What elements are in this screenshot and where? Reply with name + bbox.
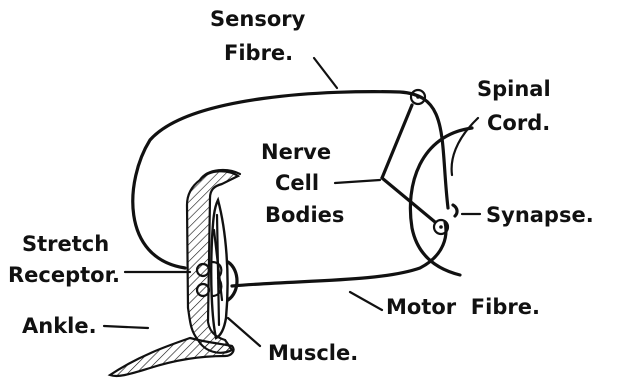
label-sensory-fibre-line2: Fibre.	[224, 41, 293, 65]
leader-sensory-fibre	[314, 58, 337, 88]
spinal-cord-inner	[452, 118, 478, 175]
foot-bone	[110, 338, 234, 376]
label-motor-fibre: Motor Fibre.	[386, 295, 540, 319]
leader-nerve-cell-bodies	[335, 180, 380, 183]
label-stretch-receptor-line2: Receptor.	[8, 263, 120, 287]
label-muscle: Muscle.	[268, 341, 358, 365]
label-synapse: Synapse.	[486, 203, 594, 227]
spinal-cord-outline	[410, 128, 472, 275]
label-ankle: Ankle.	[22, 314, 97, 338]
label-nerve-cell-bodies-line2: Cell	[275, 171, 319, 195]
label-nerve-cell-bodies-line1: Nerve	[261, 140, 331, 164]
leader-ankle	[104, 326, 148, 328]
label-stretch-receptor-line1: Stretch	[22, 232, 109, 256]
synapse-mark	[453, 205, 457, 216]
label-sensory-fibre-line1: Sensory	[210, 7, 306, 31]
label-nerve-cell-bodies-line3: Bodies	[265, 203, 344, 227]
leader-muscle	[228, 318, 260, 346]
label-spinal-cord-line1: Spinal	[477, 77, 551, 101]
label-spinal-cord-line2: Cord.	[487, 111, 550, 135]
leader-motor-fibre	[350, 292, 382, 310]
